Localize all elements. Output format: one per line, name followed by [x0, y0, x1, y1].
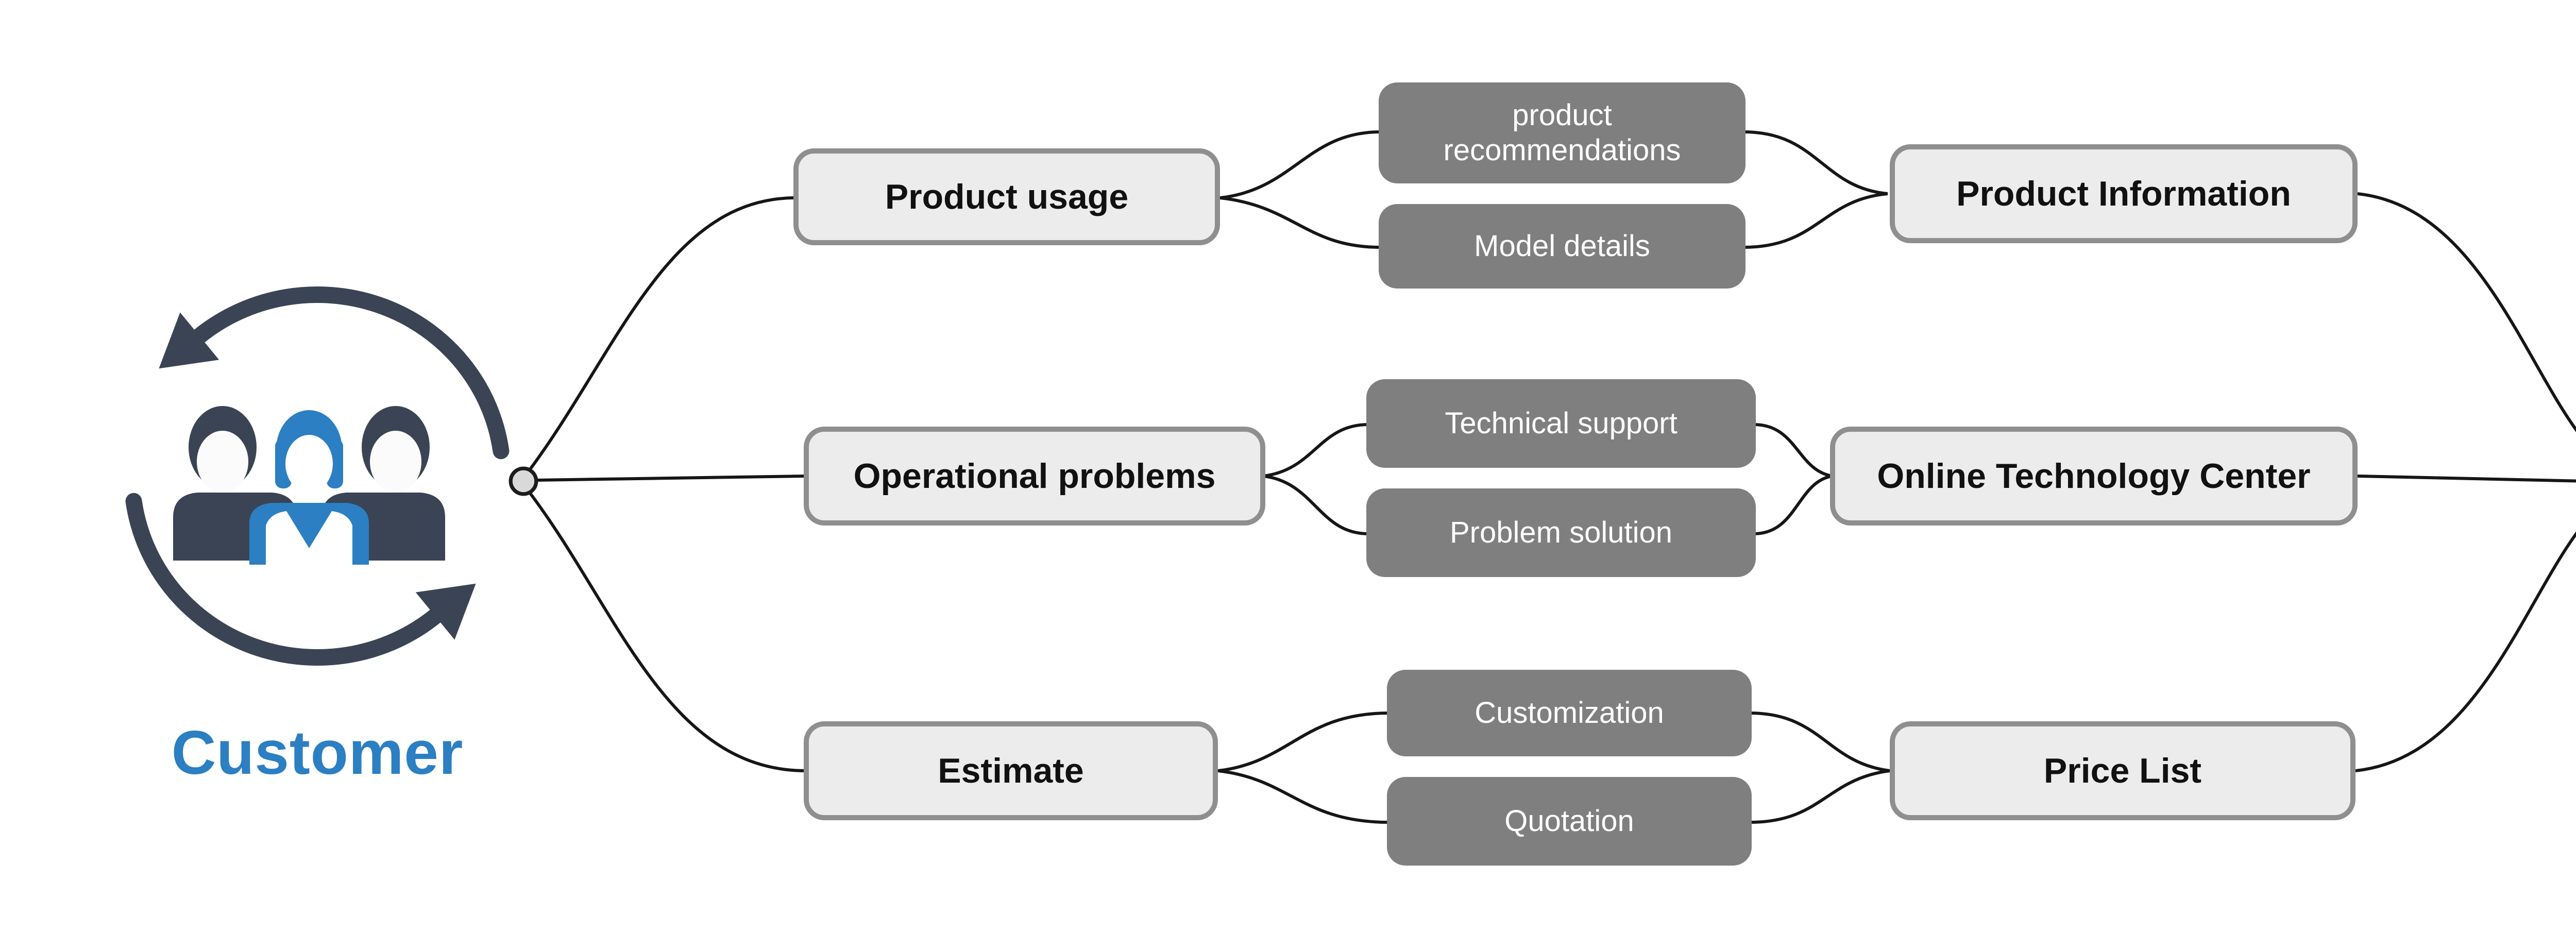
target-box-product-information[interactable]: Product Information [1890, 144, 2358, 243]
channel-box-product-recommendations[interactable]: product recommendations [1379, 82, 1745, 183]
box-label: Operational problems [853, 456, 1216, 496]
box-label: Product usage [885, 177, 1129, 216]
source-box-operational-problems[interactable]: Operational problems [804, 427, 1265, 526]
channel-box-model-details[interactable]: Model details [1379, 204, 1745, 289]
customer-label[interactable]: Customer [171, 718, 464, 787]
channel-box-technical-support[interactable]: Technical support [1366, 379, 1756, 468]
box-label: Model details [1474, 229, 1650, 263]
customer-group-glyph [173, 406, 445, 565]
target-box-online-technology-center[interactable]: Online Technology Center [1830, 427, 2358, 526]
source-box-product-usage[interactable]: Product usage [793, 148, 1220, 245]
target-box-price-list[interactable]: Price List [1890, 721, 2355, 820]
channel-box-quotation[interactable]: Quotation [1387, 777, 1752, 866]
connector-lines [528, 130, 2576, 824]
box-label: Price List [2043, 751, 2202, 790]
box-label: Product Information [1956, 174, 2291, 213]
box-label: Estimate [938, 751, 1084, 790]
source-box-estimate[interactable]: Estimate [804, 721, 1218, 820]
channel-box-customization[interactable]: Customization [1387, 670, 1752, 756]
box-label: Customization [1475, 696, 1664, 730]
box-label: Problem solution [1450, 515, 1672, 549]
channel-box-problem-solution[interactable]: Problem solution [1366, 488, 1756, 577]
customer-icon[interactable] [134, 295, 538, 657]
box-label: product recommendations [1443, 98, 1681, 167]
box-label: Technical support [1445, 406, 1677, 440]
box-label: Online Technology Center [1877, 456, 2311, 496]
customer-connector-node[interactable] [509, 466, 538, 496]
box-label: Quotation [1504, 804, 1634, 838]
